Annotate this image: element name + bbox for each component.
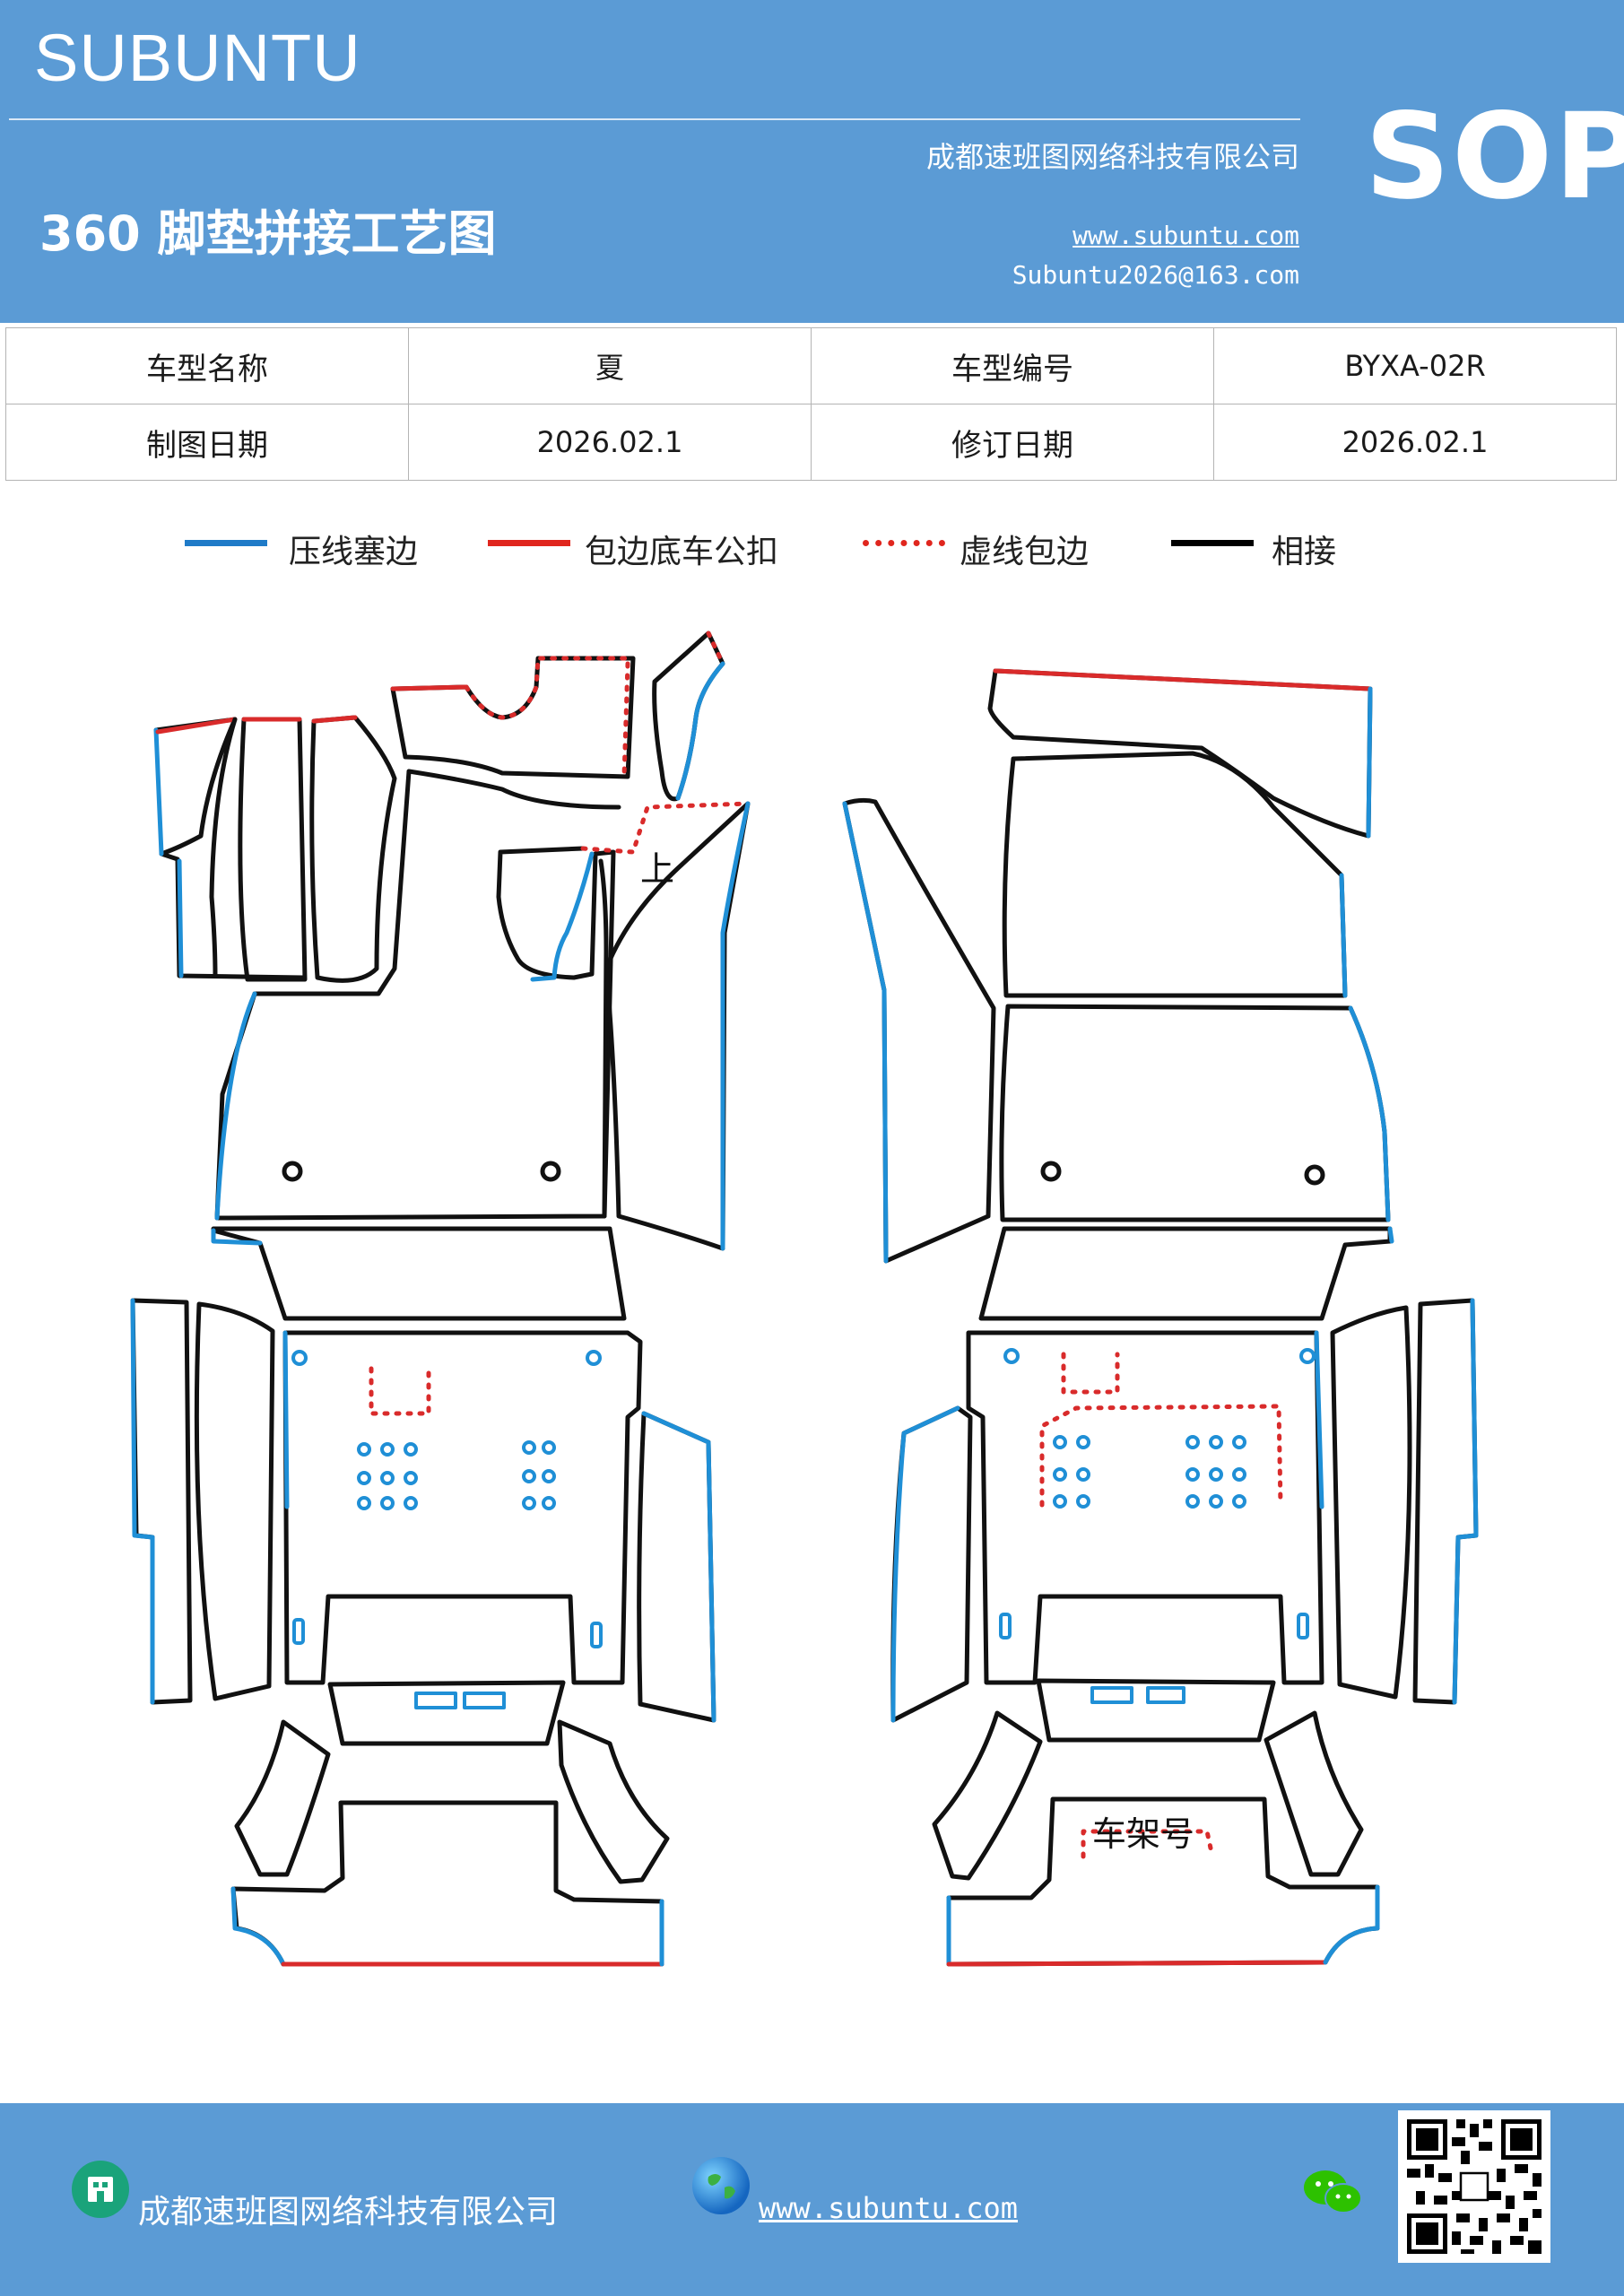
left-right-strip [637, 1411, 716, 1723]
email-address: Subuntu2026@163.com [1012, 260, 1299, 290]
left-rear-mat [282, 1330, 643, 1685]
page-title: 360 脚垫拼接工艺图 [39, 205, 497, 262]
left-door-strip-inner [194, 1301, 275, 1701]
table-cell-value: 2026.02.1 [408, 404, 812, 481]
vehicle-info-table: 车型名称 夏 车型编号 BYXA-02R 制图日期 2026.02.1 修订日期… [5, 327, 1617, 481]
left-pedal-piece [652, 631, 725, 802]
left-hump-piece [327, 1680, 566, 1746]
table-row: 车型名称 夏 车型编号 BYXA-02R [5, 327, 1617, 404]
table-cell-value: 夏 [408, 327, 812, 404]
right-door-strip-outer [1412, 1298, 1479, 1705]
left-rear-corner-right [557, 1719, 670, 1884]
floor-mat-diagram [130, 631, 1479, 1967]
right-main-panel [999, 1004, 1391, 1222]
table-cell-value: 2026.02.1 [1213, 404, 1617, 481]
right-tunnel-piece [978, 1226, 1394, 1321]
footer-company-name: 成都速班图网络科技有限公司 [138, 2194, 559, 2231]
right-rear-corner-left [932, 1710, 1043, 1881]
left-door-strip-outer [130, 1298, 193, 1705]
left-panel-1 [153, 717, 306, 980]
legend: 压线塞边 包边底车公扣 虚线包边 相接 [0, 520, 1624, 574]
table-cell-label: 车型名称 [5, 327, 409, 404]
table-cell-label: 车型编号 [811, 327, 1214, 404]
legend-label: 包边底车公扣 [585, 534, 779, 570]
table-row: 制图日期 2026.02.1 修订日期 2026.02.1 [5, 404, 1617, 481]
legend-swatch [863, 540, 945, 546]
table-cell-value: BYXA-02R [1213, 327, 1617, 404]
globe-icon [692, 2157, 750, 2214]
label-up: 上 [640, 849, 675, 889]
left-front-mat [252, 656, 636, 996]
right-hump-piece [1036, 1678, 1276, 1743]
table-cell-label: 修订日期 [811, 404, 1214, 481]
left-panel-2 [238, 717, 308, 982]
website-link[interactable]: www.subuntu.com [1073, 221, 1299, 250]
right-side-strip [842, 797, 996, 1264]
wechat-icon[interactable] [1302, 2166, 1365, 2220]
legend-swatch [185, 540, 267, 546]
right-left-strip [890, 1405, 973, 1723]
left-panel-3 [309, 715, 397, 983]
footer: 成都速班图网络科技有限公司 www.subuntu.com [0, 2103, 1624, 2296]
left-main-panel [214, 801, 751, 1221]
legend-swatch [488, 540, 570, 546]
label-frame-number: 车架号 [1092, 1814, 1195, 1854]
left-tunnel-piece [211, 1226, 627, 1321]
legend-label: 压线塞边 [289, 534, 419, 570]
left-rear-corner-left [234, 1719, 331, 1877]
legend-label: 虚线包边 [960, 534, 1090, 570]
company-name: 成都速班图网络科技有限公司 [925, 140, 1299, 174]
brand-name: SUBUNTU [34, 21, 361, 95]
table-cell-label: 制图日期 [5, 404, 409, 481]
right-rear-corner-right [1264, 1710, 1364, 1877]
header-divider [9, 118, 1300, 120]
right-door-strip-inner [1330, 1305, 1412, 1700]
left-side-strip [604, 801, 751, 1251]
footer-website-link[interactable]: www.subuntu.com [759, 2191, 1018, 2225]
building-icon [72, 2161, 129, 2218]
legend-label: 相接 [1272, 534, 1337, 570]
legend-swatch [1171, 540, 1254, 546]
sop-badge: SOP [1365, 88, 1624, 226]
right-rear-bench [946, 1796, 1380, 1967]
header: SUBUNTU 成都速班图网络科技有限公司 360 脚垫拼接工艺图 www.su… [0, 0, 1624, 323]
right-rear-mat [966, 1330, 1324, 1685]
left-rear-bench [230, 1800, 664, 1967]
qr-code [1398, 2110, 1550, 2263]
right-front-mat [1002, 751, 1348, 998]
